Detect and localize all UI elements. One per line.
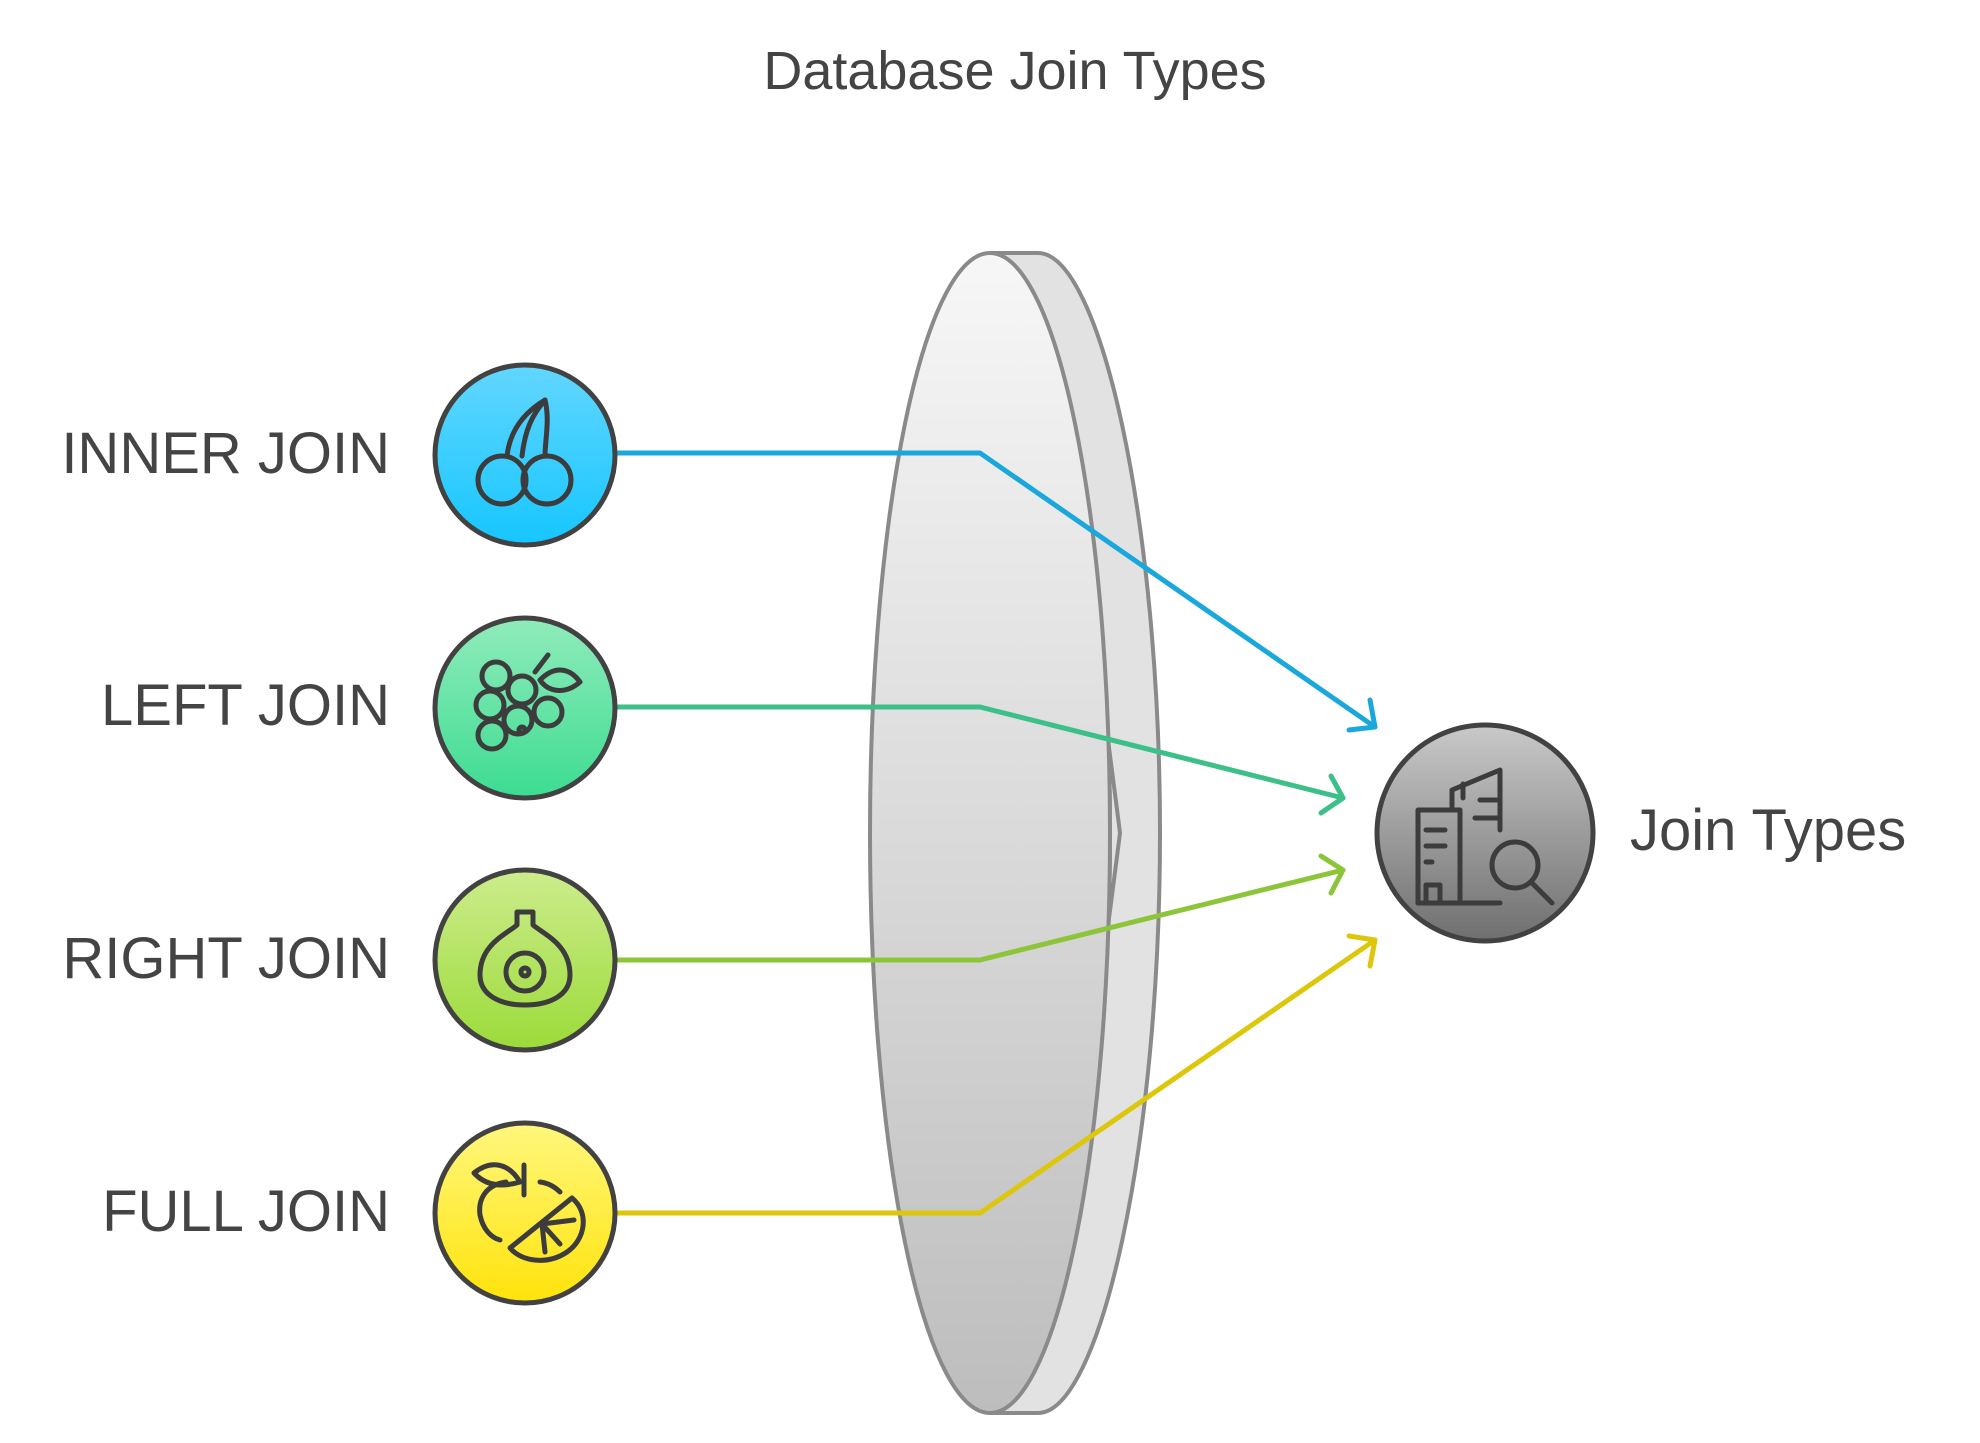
connector-left xyxy=(615,704,1346,816)
orange-slice-icon xyxy=(471,1162,586,1263)
full-join-node xyxy=(432,1120,618,1306)
diagram-title: Database Join Types xyxy=(763,41,1267,101)
lens-shape xyxy=(868,251,1163,1415)
right-join-label: RIGHT JOIN xyxy=(62,926,390,991)
cherries-icon xyxy=(475,397,574,507)
grapes-icon xyxy=(473,652,583,752)
inner-join-label: INNER JOIN xyxy=(61,421,390,486)
left-join-label: LEFT JOIN xyxy=(101,673,390,738)
inner-join-node xyxy=(432,362,618,548)
join-types-node xyxy=(1374,722,1596,944)
connector-right xyxy=(615,853,1346,963)
building-search-icon xyxy=(1415,767,1555,906)
join-types-label: Join Types xyxy=(1630,798,1907,863)
connector-full xyxy=(615,933,1378,1216)
left-join-node xyxy=(432,615,618,801)
right-join-node xyxy=(432,867,618,1053)
fig-icon xyxy=(477,909,573,1008)
full-join-label: FULL JOIN xyxy=(102,1179,390,1244)
connector-inner xyxy=(615,450,1378,733)
